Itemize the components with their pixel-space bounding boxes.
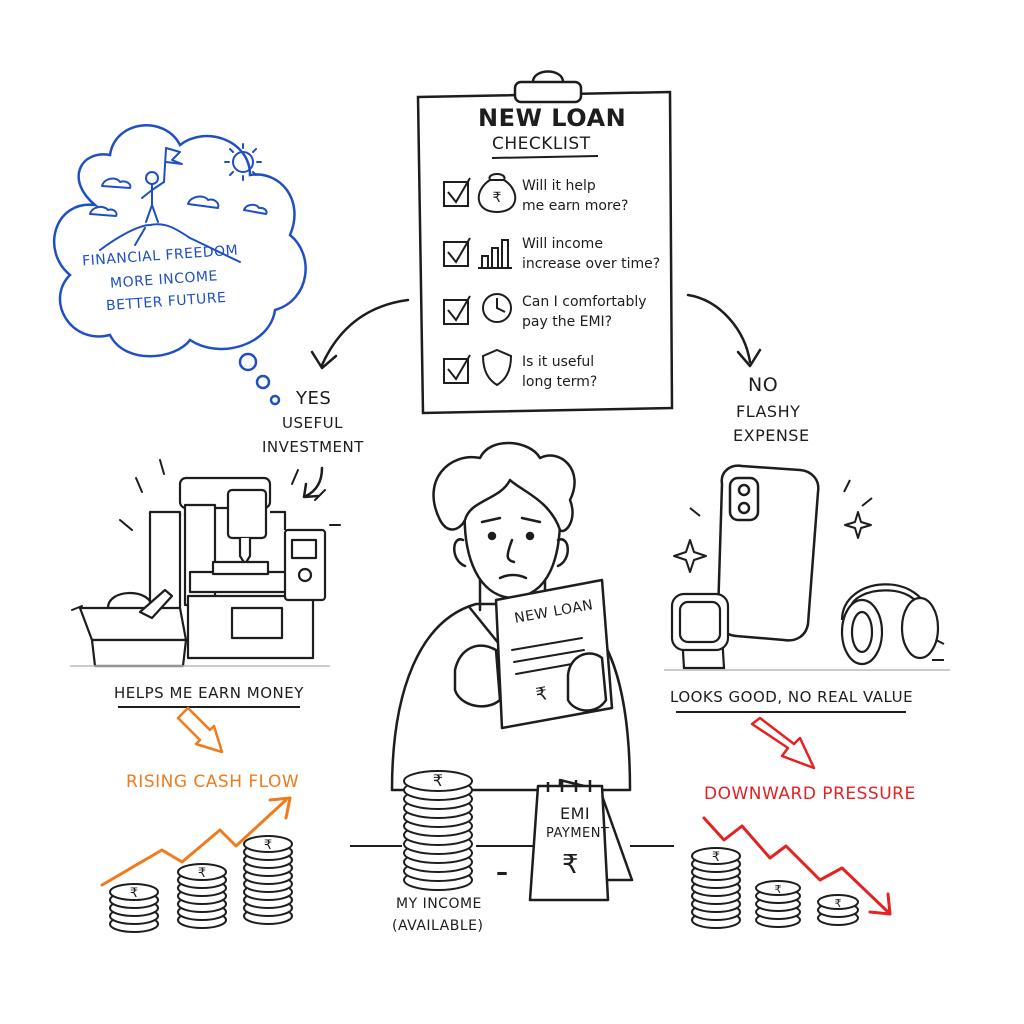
shield-icon	[481, 348, 513, 387]
sparkle-icons	[673, 479, 945, 661]
coin-rupee-glyph: ₹	[712, 850, 720, 865]
cnc-machine-icon	[148, 476, 327, 660]
machine-spark-lines	[71, 459, 341, 611]
checklist-item-2-line2: increase over time?	[522, 256, 661, 272]
checklist-item-3-line1: Can I comfortably	[522, 294, 647, 310]
coin	[403, 770, 473, 792]
mountain-summit-icon	[89, 143, 268, 263]
yes-branch-arrow	[320, 298, 410, 367]
smartwatch-icon	[670, 592, 730, 670]
checklist-item-1-line1: Will it help	[522, 178, 596, 194]
rupee-bag-icon	[477, 173, 517, 214]
thought-cloud	[53, 124, 307, 406]
coin	[817, 894, 859, 910]
yes-label: YES	[296, 388, 332, 409]
checklist-clipboard	[416, 70, 674, 415]
coin	[109, 883, 159, 901]
coin	[755, 880, 801, 896]
rising-cash-flow-label: RISING CASH FLOW	[126, 772, 300, 792]
checklist-item-2-line1: Will income	[522, 236, 603, 252]
coin-rupee-glyph: ₹	[264, 838, 272, 853]
checklist-item-3-line2: pay the EMI?	[522, 314, 613, 330]
minus-sign: –	[496, 858, 509, 886]
income-label-line2: (AVAILABLE)	[392, 918, 484, 934]
downward-trend-line	[702, 816, 892, 916]
checklist-title: NEW LOAN	[478, 104, 627, 132]
emi-calendar	[528, 778, 634, 902]
no-flashy-label: FLASHY	[736, 402, 801, 421]
coin-rupee-glyph: ₹	[198, 866, 206, 881]
income-coin-stack: ₹	[403, 770, 473, 891]
bar-chart-icon	[478, 239, 512, 269]
rising-coin-stacks: ₹ ₹ ₹	[109, 835, 293, 933]
headphones-icon	[840, 583, 940, 666]
helps-earn-caption: HELPS ME EARN MONEY	[114, 684, 304, 702]
checklist-subtitle: CHECKLIST	[492, 134, 591, 154]
income-label-line1: MY INCOME	[396, 896, 482, 912]
downward-pressure-label: DOWNWARD PRESSURE	[704, 784, 916, 804]
no-expense-label: EXPENSE	[733, 426, 810, 445]
rising-trend-line	[100, 796, 292, 887]
red-down-arrow	[750, 716, 816, 770]
coin	[177, 863, 227, 881]
bag-rupee-glyph: ₹	[493, 190, 502, 206]
yes-useful-label: USEFUL	[282, 414, 343, 432]
clock-icon	[482, 293, 512, 323]
coin	[243, 835, 293, 853]
no-real-value-caption: LOOKS GOOD, NO REAL VALUE	[670, 688, 914, 706]
no-label: NO	[748, 374, 779, 396]
falling-coin-stacks: ₹ ₹ ₹	[691, 847, 859, 929]
emi-label-line1: EMI	[560, 804, 591, 823]
checklist-item-1-line2: me earn more?	[522, 198, 629, 214]
smartphone-icon	[716, 464, 820, 642]
no-branch-arrow	[686, 293, 752, 364]
coin-rupee-glyph: ₹	[433, 771, 443, 790]
emi-label-line2: PAYMENT	[546, 826, 610, 841]
checklist-item-4-line1: Is it useful	[522, 354, 595, 370]
emi-rupee-symbol: ₹	[562, 850, 580, 880]
orange-down-arrow	[176, 706, 224, 754]
coin-rupee-glyph: ₹	[835, 897, 842, 910]
yes-investment-label: INVESTMENT	[262, 438, 364, 456]
checklist-item-4-line2: long term?	[522, 374, 598, 390]
coin-rupee-glyph: ₹	[130, 886, 138, 901]
coin-rupee-glyph: ₹	[775, 883, 782, 896]
coin	[691, 847, 741, 865]
